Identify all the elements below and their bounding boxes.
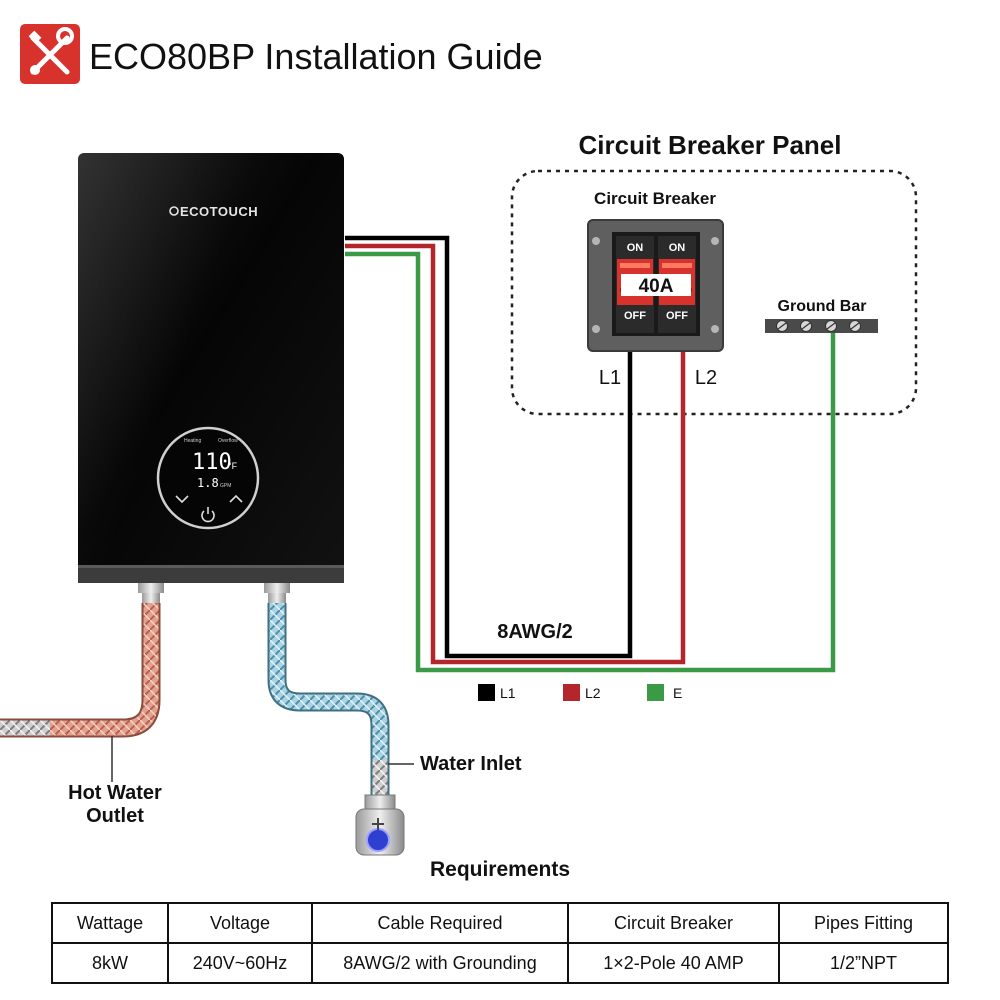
page-title: ECO80BP Installation Guide xyxy=(89,36,543,77)
display-mode-right: Overflow xyxy=(218,438,238,444)
water-inlet-label: Water Inlet xyxy=(420,753,522,775)
requirements-title: Requirements xyxy=(429,858,571,881)
header-pipes: Pipes Fitting xyxy=(778,902,949,944)
display-temp-unit: °F xyxy=(228,461,238,471)
display-temperature: 110 xyxy=(192,450,232,475)
inlet-valve xyxy=(355,794,405,856)
legend-swatch-l1 xyxy=(478,684,495,701)
l1-wire xyxy=(345,235,633,659)
cable-gauge-label: 8AWG/2 xyxy=(497,621,573,643)
requirements-table: Wattage Voltage Cable Required Circuit B… xyxy=(51,902,949,984)
wire-legend: L1 L2 E xyxy=(478,684,682,701)
display-mode-left: Heating xyxy=(184,438,201,444)
legend-swatch-l2 xyxy=(563,684,580,701)
legend-label-e: E xyxy=(673,685,682,701)
water-heater-unit: ECOTOUCH Heating Overflow 110 °F 1.8 GPM xyxy=(78,153,344,583)
header-breaker: Circuit Breaker xyxy=(567,902,780,944)
chevron-down-icon[interactable] xyxy=(175,495,189,504)
legend-label-l1: L1 xyxy=(500,685,516,701)
breaker-label: Circuit Breaker xyxy=(594,189,716,208)
wiring xyxy=(345,235,836,673)
hot-outlet-connector xyxy=(138,583,164,603)
l2-terminal-label: L2 xyxy=(695,367,717,389)
hot-outlet-label-line1: Hot Water xyxy=(68,782,162,804)
value-pipes: 1/2”NPT xyxy=(778,942,949,984)
cold-water-hose xyxy=(267,603,390,795)
breaker-rating: 40A xyxy=(639,276,674,297)
tools-logo-icon xyxy=(20,24,80,84)
breaker-off-left: OFF xyxy=(624,310,646,322)
ground-bar xyxy=(765,319,878,333)
l1-terminal-label: L1 xyxy=(599,367,621,389)
ground-bar-label: Ground Bar xyxy=(778,298,867,315)
header-cable: Cable Required xyxy=(311,902,569,944)
panel-boundary xyxy=(510,169,918,416)
brand-logo: ECOTOUCH xyxy=(180,204,258,219)
cold-inlet-connector xyxy=(264,583,290,603)
hot-outlet-label-line2: Outlet xyxy=(86,805,144,827)
breaker-on-right: ON xyxy=(669,242,686,254)
circuit-breaker xyxy=(587,219,724,352)
l2-wire xyxy=(345,243,686,665)
hot-water-hose xyxy=(0,603,161,738)
breaker-off-right: OFF xyxy=(666,310,688,322)
table-header-row: Wattage Voltage Cable Required Circuit B… xyxy=(51,902,949,944)
display-flow-unit: GPM xyxy=(220,483,231,489)
value-voltage: 240V~60Hz xyxy=(167,942,313,984)
value-breaker: 1×2-Pole 40 AMP xyxy=(567,942,780,984)
legend-swatch-e xyxy=(647,684,664,701)
earth-wire xyxy=(345,251,836,673)
table-row: 8kW 240V~60Hz 8AWG/2 with Grounding 1×2-… xyxy=(51,942,949,984)
value-wattage: 8kW xyxy=(51,942,169,984)
header-wattage: Wattage xyxy=(51,902,169,944)
panel-title: Circuit Breaker Panel xyxy=(578,130,841,160)
header-voltage: Voltage xyxy=(167,902,313,944)
breaker-on-left: ON xyxy=(627,242,644,254)
display-flow: 1.8 xyxy=(197,476,219,490)
control-display xyxy=(156,426,260,530)
legend-label-l2: L2 xyxy=(585,685,601,701)
chevron-up-icon[interactable] xyxy=(229,494,243,503)
value-cable: 8AWG/2 with Grounding xyxy=(311,942,569,984)
power-icon[interactable] xyxy=(201,507,215,523)
